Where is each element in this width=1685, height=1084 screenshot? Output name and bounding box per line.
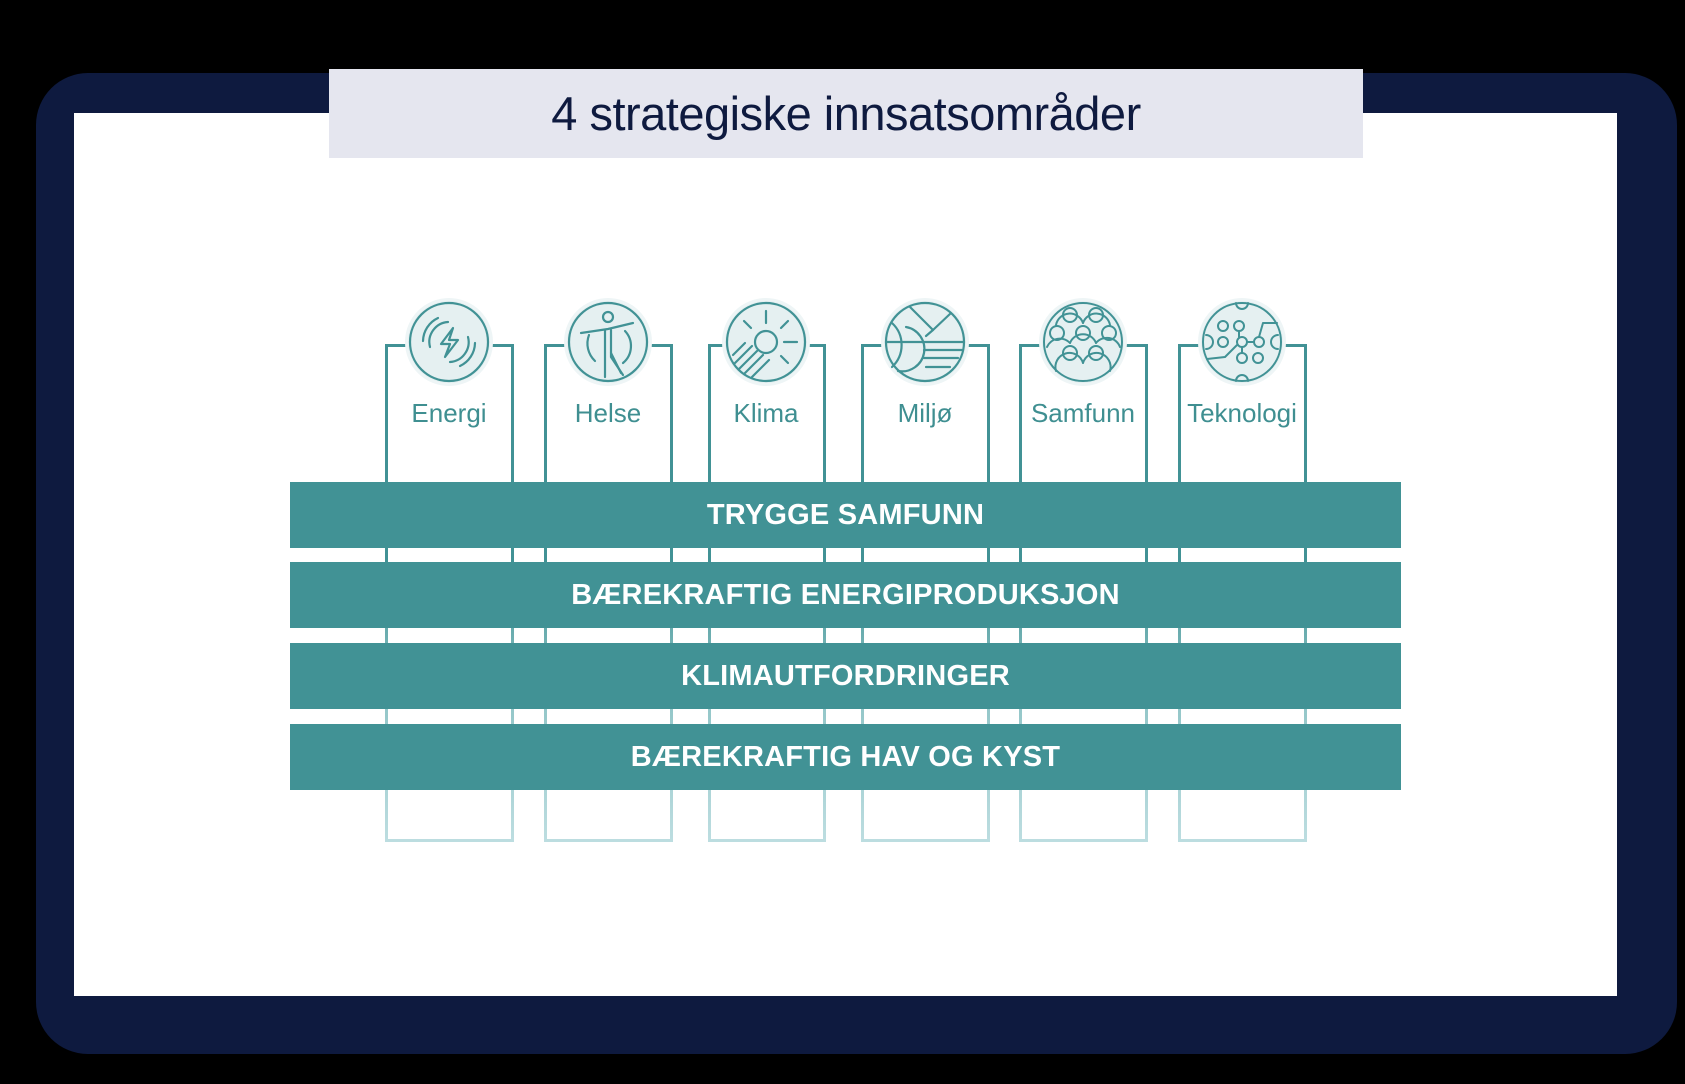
circuit-icon [1201, 301, 1283, 383]
bar-label: TRYGGE SAMFUNN [706, 498, 985, 531]
bar-baerekraftig-hav-og-kyst: BÆREKRAFTIG HAV OG KYST [290, 724, 1401, 790]
crowd-icon [1042, 301, 1124, 383]
landscape-icon [884, 301, 966, 383]
column-label-miljo: Miljø [897, 398, 953, 428]
column-label-klima: Klima [733, 398, 799, 428]
bar-baerekraftig-energiproduksjon: BÆREKRAFTIG ENERGIPRODUKSJON [290, 562, 1401, 628]
page-title: 4 strategiske innsatsområder [551, 87, 1141, 140]
title-banner: 4 strategiske innsatsområder [329, 69, 1363, 158]
bar-label: BÆREKRAFTIG HAV OG KYST [630, 740, 1061, 773]
bar-label: BÆREKRAFTIG ENERGIPRODUKSJON [571, 578, 1120, 611]
bar-trygge-samfunn: TRYGGE SAMFUNN [290, 482, 1401, 548]
column-label-helse: Helse [574, 398, 642, 428]
column-label-energi: Energi [411, 398, 487, 428]
column-label-teknologi: Teknologi [1187, 398, 1297, 428]
column-label-samfunn: Samfunn [1030, 398, 1136, 428]
content-panel [74, 113, 1617, 996]
bar-label: KLIMAUTFORDRINGER [681, 659, 1010, 692]
human-figure-icon [567, 301, 649, 383]
bar-klimautfordringer: KLIMAUTFORDRINGER [290, 643, 1401, 709]
lightning-bolt-icon [408, 301, 490, 383]
sun-icon [725, 301, 807, 383]
